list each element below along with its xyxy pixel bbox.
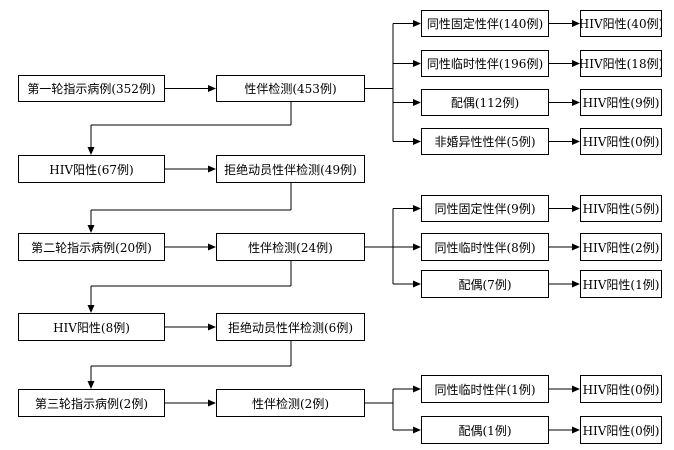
round1-hiv-positive-label: HIV阳性(67例) [49, 162, 134, 177]
arrowhead [572, 20, 580, 27]
round1-extramarital-hiv-box: HIV阳性(0例) [580, 128, 662, 155]
round3-msm-casual-partner-box: 同性临时性伴(1例) [421, 375, 549, 403]
arrowhead [208, 243, 216, 251]
arrowhead [572, 99, 580, 106]
arrowhead [87, 305, 95, 313]
round3-spouse-box: 配偶(1例) [421, 416, 549, 444]
arrowhead [87, 225, 95, 233]
round2-partner-testing-label: 性伴检测(24例) [248, 240, 333, 255]
round1-msm-fixed-partner-box: 同性固定性伴(140例) [421, 10, 549, 37]
round2-msm-fixed-partner-box: 同性固定性伴(9例) [421, 195, 549, 222]
round3-index-cases-label: 第三轮指示病例(2例) [35, 396, 148, 411]
arrowhead [413, 426, 421, 434]
round2-hiv-positive-label: HIV阳性(8例) [53, 320, 130, 335]
round2-spouse-box: 配偶(7例) [421, 270, 549, 298]
arrowhead [413, 20, 421, 27]
round2-index-cases-box: 第二轮指示病例(20例) [18, 233, 165, 261]
arrowhead [572, 60, 580, 67]
round1-spouse-label: 配偶(112例) [450, 96, 520, 110]
round2-spouse-hiv-box: HIV阳性(1例) [580, 270, 662, 298]
round1-spouse-hiv-label: HIV阳性(9例) [582, 96, 660, 110]
arrowhead [413, 60, 421, 67]
arrowhead [413, 205, 421, 212]
round2-msm-fixed-hiv-label: HIV阳性(5例) [582, 202, 660, 216]
round2-spouse-hiv-label: HIV阳性(1例) [582, 277, 660, 292]
round3-spouse-label: 配偶(1例) [458, 423, 512, 438]
round1-partner-testing-label: 性伴检测(453例) [244, 82, 337, 96]
round1-msm-casual-hiv-label: HIV阳性(18例) [580, 57, 662, 71]
arrowhead [572, 280, 580, 288]
arrowhead [413, 138, 421, 145]
arrowhead [87, 147, 95, 155]
round1-extramarital-partner-label: 非婚异性性伴(5例) [434, 135, 536, 149]
round3-msm-casual-partner-label: 同性临时性伴(1例) [434, 382, 536, 397]
round2-msm-fixed-hiv-box: HIV阳性(5例) [580, 195, 662, 222]
arrowhead [413, 99, 421, 106]
round2-partner-testing-box: 性伴检测(24例) [216, 233, 365, 261]
round1-msm-casual-hiv-box: HIV阳性(18例) [580, 50, 662, 77]
round1-hiv-positive-box: HIV阳性(67例) [18, 155, 165, 183]
round3-index-cases-box: 第三轮指示病例(2例) [18, 389, 165, 417]
arrowhead [413, 385, 421, 393]
round3-spouse-hiv-label: HIV阳性(0例) [582, 423, 660, 438]
round1-msm-casual-partner-label: 同性临时性伴(196例) [426, 57, 544, 71]
round1-partner-testing-box: 性伴检测(453例) [216, 75, 365, 102]
arrowhead [572, 243, 580, 251]
arrowhead [208, 399, 216, 407]
round2-index-cases-label: 第二轮指示病例(20例) [31, 240, 152, 255]
round1-extramarital-partner-box: 非婚异性性伴(5例) [421, 128, 549, 155]
round2-spouse-label: 配偶(7例) [458, 277, 512, 292]
round1-index-cases-label: 第一轮指示病例(352例) [27, 82, 156, 96]
arrowhead [572, 138, 580, 145]
round3-spouse-hiv-box: HIV阳性(0例) [580, 416, 662, 444]
arrowhead [572, 205, 580, 212]
round1-msm-fixed-hiv-box: HIV阳性(40例) [580, 10, 662, 37]
round1-msm-fixed-partner-label: 同性固定性伴(140例) [426, 17, 544, 31]
round2-msm-casual-partner-box: 同性临时性伴(8例) [421, 233, 549, 261]
round2-msm-casual-hiv-box: HIV阳性(2例) [580, 233, 662, 261]
round1-index-cases-box: 第一轮指示病例(352例) [18, 75, 165, 102]
arrowhead [208, 323, 216, 331]
round2-msm-casual-partner-label: 同性临时性伴(8例) [434, 240, 536, 255]
round3-partner-testing-label: 性伴检测(2例) [252, 396, 329, 411]
round1-refused-mobilization-box: 拒绝动员性伴检测(49例) [216, 155, 365, 183]
round1-msm-fixed-hiv-label: HIV阳性(40例) [580, 17, 662, 31]
round3-msm-casual-hiv-label: HIV阳性(0例) [582, 382, 660, 397]
arrowhead [208, 85, 216, 92]
round2-msm-casual-hiv-label: HIV阳性(2例) [582, 240, 660, 255]
round2-msm-fixed-partner-label: 同性固定性伴(9例) [434, 202, 536, 216]
arrowhead [413, 243, 421, 251]
round1-spouse-box: 配偶(112例) [421, 89, 549, 116]
round1-spouse-hiv-box: HIV阳性(9例) [580, 89, 662, 116]
arrowhead [87, 381, 95, 389]
round1-extramarital-hiv-label: HIV阳性(0例) [582, 135, 660, 149]
round2-refused-mobilization-label: 拒绝动员性伴检测(6例) [228, 320, 353, 335]
round2-hiv-positive-box: HIV阳性(8例) [18, 313, 165, 341]
arrowhead [572, 426, 580, 434]
arrowhead [572, 385, 580, 393]
round1-msm-casual-partner-box: 同性临时性伴(196例) [421, 50, 549, 77]
round3-msm-casual-hiv-box: HIV阳性(0例) [580, 375, 662, 403]
arrowhead [413, 280, 421, 288]
round3-partner-testing-box: 性伴检测(2例) [216, 389, 365, 417]
round1-refused-mobilization-label: 拒绝动员性伴检测(49例) [224, 162, 357, 177]
round2-refused-mobilization-box: 拒绝动员性伴检测(6例) [216, 313, 365, 341]
arrowhead [208, 165, 216, 173]
